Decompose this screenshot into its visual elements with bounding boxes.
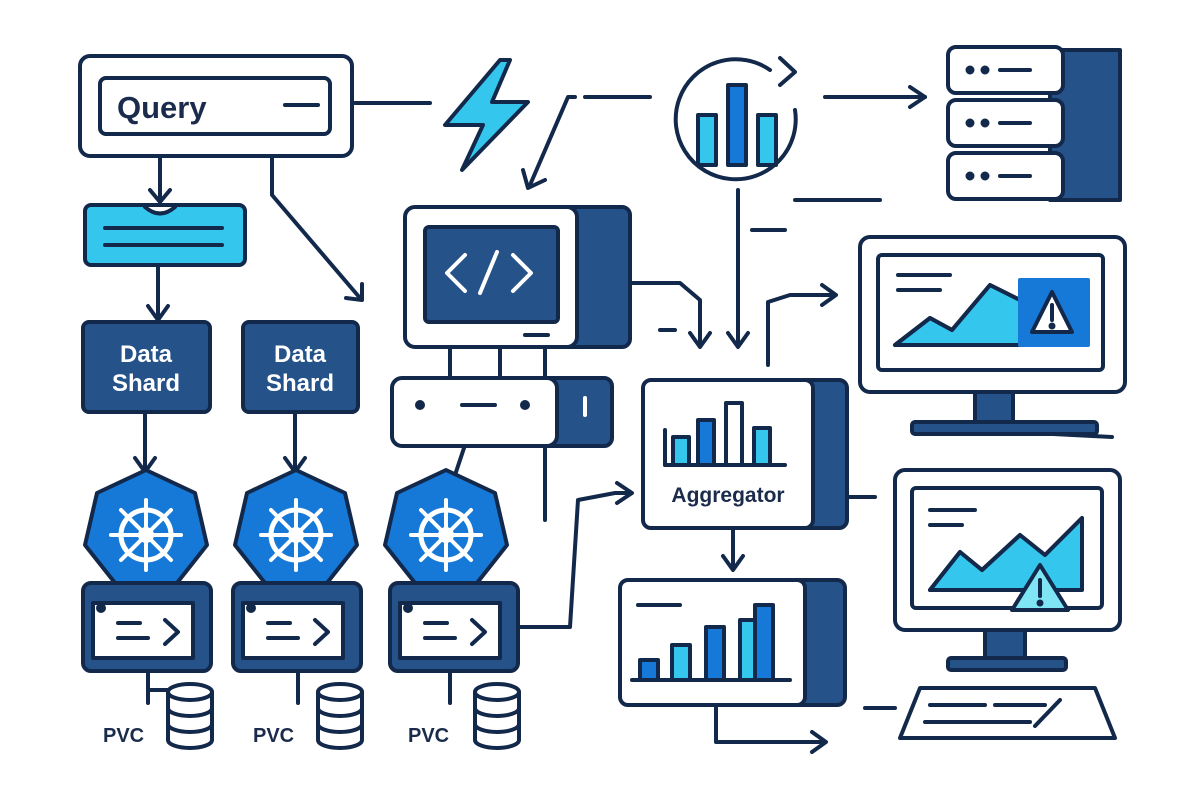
pvc-label: PVC — [103, 725, 144, 747]
pvc-label: PVC — [408, 725, 449, 747]
aggregator-node: Aggregator — [641, 378, 849, 530]
kubernetes-helm-icon — [83, 468, 209, 590]
refresh-chart-icon — [673, 56, 798, 182]
pvc-storage-2: PVC — [253, 670, 300, 747]
monitor-dashboard-top — [858, 235, 1127, 439]
database-icon — [473, 682, 521, 750]
pod-terminal-1 — [81, 581, 213, 673]
data-shard-label-line2: Shard — [266, 370, 334, 397]
query-label: Query — [117, 90, 207, 125]
query-sub-box — [83, 203, 247, 267]
data-shard-label-line2: Shard — [112, 370, 180, 397]
connectors — [133, 85, 927, 754]
data-shard-label-line1: Data — [274, 341, 327, 368]
bar-chart-icon — [663, 401, 787, 467]
pvc-label: PVC — [253, 725, 294, 747]
bar-chart-panel — [618, 578, 847, 707]
kubernetes-helm-icon — [233, 468, 359, 590]
pod-terminal-2 — [231, 581, 363, 673]
network-switch — [390, 376, 614, 448]
pod-terminal-3 — [388, 581, 520, 673]
warning-icon — [1010, 563, 1070, 612]
aggregator-label: Aggregator — [671, 484, 784, 507]
query-box: Query — [78, 54, 354, 158]
data-shard-2: Data Shard — [241, 320, 360, 414]
warning-icon — [1030, 290, 1074, 334]
lightning-bolt-icon — [443, 58, 530, 172]
kubernetes-helm-icon — [383, 468, 509, 590]
keyboard-icon — [863, 686, 1117, 740]
pvc-storage-3: PVC — [408, 670, 452, 747]
database-icon — [316, 682, 364, 750]
data-shard-1: Data Shard — [81, 320, 212, 414]
server-rack-icon — [946, 45, 1122, 202]
data-shard-label-line1: Data — [120, 341, 173, 368]
database-icon — [166, 682, 214, 750]
monitor-dashboard-bottom — [863, 468, 1122, 740]
code-terminal-icon — [403, 205, 632, 349]
